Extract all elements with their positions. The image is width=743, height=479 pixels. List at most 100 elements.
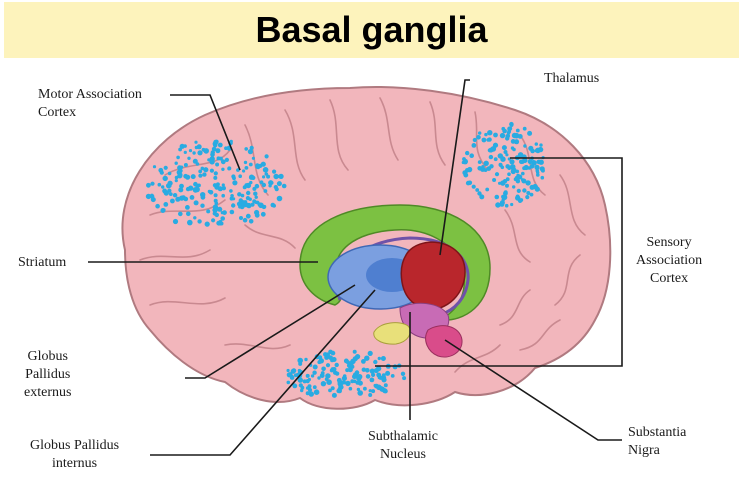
association-dot <box>220 211 224 215</box>
association-dot <box>483 168 488 173</box>
association-dot <box>328 355 334 361</box>
association-dot <box>487 130 493 136</box>
association-dot <box>507 129 511 133</box>
title-banner: Basal ganglia <box>4 2 739 58</box>
association-dot <box>200 203 205 208</box>
association-dot <box>526 191 531 195</box>
association-dot <box>183 163 188 167</box>
association-dot <box>334 362 339 368</box>
association-dot <box>229 139 233 144</box>
thalamus-shape <box>400 241 466 310</box>
association-dot <box>179 165 184 169</box>
association-dot <box>510 202 514 207</box>
association-dot <box>481 137 487 143</box>
association-dot <box>475 188 480 192</box>
association-dot <box>176 155 180 160</box>
association-dot <box>383 383 388 388</box>
association-dot <box>539 143 543 147</box>
association-dot <box>488 154 494 160</box>
association-dot <box>187 219 193 226</box>
association-dot <box>345 368 350 373</box>
association-dot <box>150 181 155 186</box>
association-dot <box>155 203 160 209</box>
association-dot <box>209 168 214 173</box>
association-dot <box>325 363 331 368</box>
association-dot <box>239 216 243 220</box>
association-dot <box>260 161 266 167</box>
association-dot <box>229 196 234 201</box>
association-dot <box>272 203 276 208</box>
association-dot <box>244 166 249 170</box>
association-dot <box>238 174 242 178</box>
association-dot <box>529 192 534 197</box>
association-dot <box>330 350 336 356</box>
association-dot <box>402 376 407 381</box>
association-dot <box>494 194 500 200</box>
association-dot <box>254 200 258 204</box>
association-dot <box>145 193 152 200</box>
association-dot <box>286 368 290 373</box>
association-dot <box>356 387 361 392</box>
association-dot <box>198 173 203 178</box>
association-dot <box>215 148 221 154</box>
association-dot <box>213 175 218 180</box>
association-dot <box>522 188 527 193</box>
association-dot <box>312 370 317 375</box>
association-dot <box>269 181 274 185</box>
association-dot <box>321 366 326 372</box>
brain-folds <box>139 97 586 373</box>
subthalamic-nucleus-shape <box>373 322 411 345</box>
association-dot <box>376 372 382 378</box>
association-dot <box>507 172 511 176</box>
association-dot <box>371 389 376 394</box>
association-dot <box>242 169 246 173</box>
association-dot <box>146 182 151 188</box>
association-dot <box>521 178 527 184</box>
association-dot <box>150 197 156 203</box>
association-dot <box>502 128 507 134</box>
association-dot <box>347 367 353 373</box>
association-dot <box>163 202 169 207</box>
association-dot <box>499 132 506 139</box>
association-dot <box>150 193 154 197</box>
association-dot <box>268 184 272 188</box>
association-dot <box>286 372 292 378</box>
association-dot <box>161 185 165 189</box>
association-dot <box>522 126 527 131</box>
association-dot <box>361 359 366 364</box>
association-dot <box>178 172 183 177</box>
association-dot <box>335 371 340 376</box>
association-dot <box>373 359 378 365</box>
association-dot <box>505 183 509 188</box>
association-dot <box>523 164 529 171</box>
association-dot <box>260 211 266 217</box>
association-dot <box>510 139 516 144</box>
association-dot <box>286 380 291 385</box>
association-dot <box>193 216 197 220</box>
association-dot <box>245 213 251 219</box>
label-motor-association-cortex: Motor Association Cortex <box>38 87 142 120</box>
association-dot <box>168 192 173 197</box>
association-dot <box>209 156 215 162</box>
association-dot <box>214 201 219 206</box>
temporal-association-dots <box>286 349 407 398</box>
association-dot <box>462 171 467 176</box>
association-dot <box>320 381 327 387</box>
association-dot <box>535 147 541 154</box>
association-dot <box>229 189 233 193</box>
association-dot <box>531 160 535 164</box>
association-dot <box>215 182 220 187</box>
association-dot <box>357 390 364 396</box>
association-dot <box>262 175 266 179</box>
association-dot <box>495 202 501 208</box>
association-dot <box>172 218 179 225</box>
association-dot <box>250 202 255 207</box>
association-dot <box>221 167 225 171</box>
association-dot <box>179 143 185 149</box>
association-dot <box>192 158 198 164</box>
association-dot <box>368 393 373 397</box>
association-dot <box>505 134 510 139</box>
association-dot <box>364 355 370 361</box>
association-dot <box>357 380 363 386</box>
association-dot <box>198 169 203 174</box>
